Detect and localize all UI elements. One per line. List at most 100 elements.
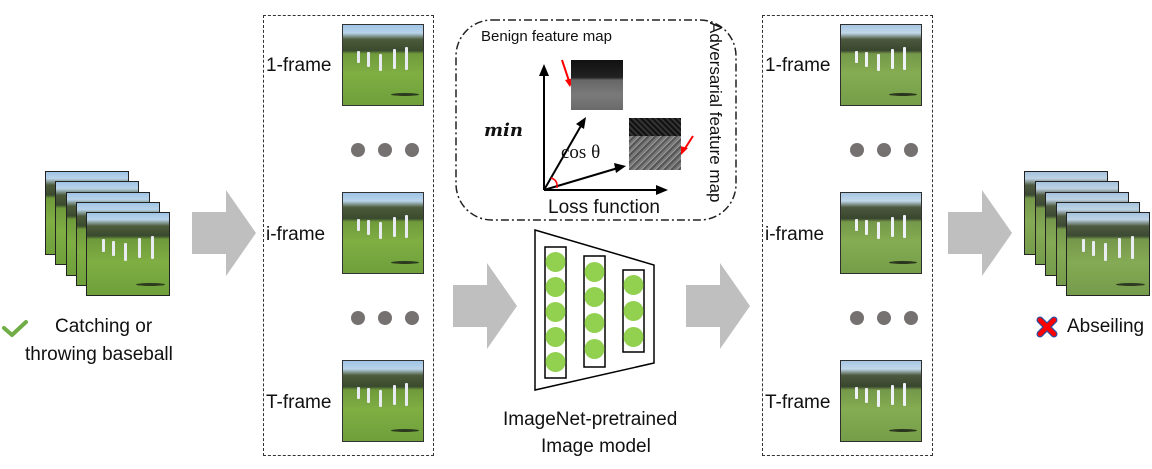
- player-figure: [903, 383, 907, 406]
- player-figure: [865, 220, 868, 236]
- ellipsis-dot: [904, 143, 918, 157]
- input-caption-line1: Catching or: [55, 316, 153, 337]
- ellipsis-dot: [378, 311, 392, 325]
- player-figure: [877, 221, 880, 240]
- player-figure: [855, 218, 859, 232]
- shadow: [889, 429, 917, 432]
- adversarial-frame-t: [840, 360, 922, 442]
- ellipsis-dot: [850, 311, 864, 325]
- player-figure: [1081, 239, 1085, 253]
- model-caption-line1: ImageNet-pretrained: [503, 409, 678, 430]
- neuron: [545, 277, 566, 297]
- input-frame: [86, 212, 170, 296]
- player-figure: [367, 52, 370, 68]
- player-figure: [392, 217, 396, 237]
- player-figure: [379, 53, 382, 72]
- adv-frame-label-i: i-frame: [765, 224, 825, 245]
- neuron: [623, 275, 644, 295]
- player-figure: [877, 389, 880, 408]
- output-caption: Abseiling: [1067, 316, 1145, 337]
- cos-theta-label: cos θ: [561, 142, 601, 163]
- cross-mark-icon: [1036, 316, 1058, 338]
- neuron: [545, 302, 566, 322]
- neuron: [584, 262, 605, 282]
- player-figure: [1091, 240, 1095, 257]
- player-figure: [903, 215, 907, 238]
- frame-label-t: T-frame: [266, 392, 332, 413]
- frame-label-i: i-frame: [266, 224, 326, 245]
- player-figure: [379, 389, 382, 408]
- output-frame: [1066, 212, 1150, 296]
- player-figure: [357, 386, 361, 400]
- neuron: [545, 252, 566, 272]
- shadow: [889, 93, 917, 96]
- player-figure: [865, 52, 868, 68]
- player-figure: [150, 235, 154, 259]
- ellipsis-dot: [378, 143, 392, 157]
- player-figure: [405, 47, 409, 70]
- ellipsis-dot: [351, 143, 365, 157]
- player-figure: [405, 383, 409, 406]
- neuron: [623, 301, 644, 321]
- min-label: min: [484, 120, 523, 141]
- benign-feature-label: Benign feature map: [481, 28, 612, 45]
- player-figure: [392, 49, 396, 69]
- player-figure: [405, 215, 409, 238]
- player-figure: [890, 385, 894, 405]
- player-figure: [1103, 242, 1107, 261]
- ellipsis-dot: [904, 311, 918, 325]
- loss-function-box: [455, 19, 737, 221]
- arrow-right-icon: [686, 263, 750, 349]
- neuron: [584, 287, 605, 307]
- benign-frame-1: [342, 24, 424, 106]
- player-figure: [367, 388, 370, 404]
- player-figure: [865, 388, 868, 404]
- player-figure: [357, 50, 361, 64]
- shadow: [136, 282, 165, 286]
- adv-frame-label-1: 1-frame: [765, 55, 831, 76]
- player-figure: [123, 242, 127, 261]
- frame-label-1: 1-frame: [266, 55, 332, 76]
- model-caption-line2: Image model: [541, 436, 651, 457]
- player-figure: [877, 53, 880, 72]
- shadow: [889, 261, 917, 264]
- benign-frame-i: [342, 192, 424, 274]
- shadow: [1116, 282, 1145, 286]
- player-figure: [111, 240, 115, 257]
- shadow: [391, 93, 419, 96]
- player-figure: [137, 237, 141, 259]
- adversarial-frame-i: [840, 192, 922, 274]
- ellipsis-dot: [877, 311, 891, 325]
- ellipsis-dot: [405, 143, 419, 157]
- check-mark-icon: [2, 320, 28, 337]
- adversarial-feature-map: [629, 118, 681, 170]
- neuron: [545, 352, 566, 372]
- player-figure: [903, 47, 907, 70]
- loss-function-label: Loss function: [548, 197, 660, 218]
- player-figure: [890, 49, 894, 69]
- arrow-right-icon: [948, 190, 1012, 276]
- player-figure: [1117, 237, 1121, 259]
- player-figure: [367, 220, 370, 236]
- benign-frames-box: [263, 15, 434, 456]
- neuron: [584, 339, 605, 359]
- neuron: [584, 313, 605, 333]
- image-model-diagram: [534, 228, 655, 391]
- player-figure: [379, 221, 382, 240]
- ellipsis-dot: [351, 311, 365, 325]
- ellipsis-dot: [850, 143, 864, 157]
- player-figure: [855, 50, 859, 64]
- benign-frame-t: [342, 360, 424, 442]
- player-figure: [855, 386, 859, 400]
- adv-frame-label-t: T-frame: [765, 392, 831, 413]
- adversarial-frames-box: [762, 15, 933, 456]
- arrow-right-icon: [192, 190, 256, 276]
- ellipsis-dot: [877, 143, 891, 157]
- player-figure: [101, 239, 105, 253]
- player-figure: [392, 385, 396, 405]
- adversarial-frame-1: [840, 24, 922, 106]
- neuron: [623, 327, 644, 347]
- adversarial-feature-label: Adversarial feature map: [706, 22, 725, 203]
- ellipsis-dot: [405, 311, 419, 325]
- arrow-right-icon: [453, 263, 517, 349]
